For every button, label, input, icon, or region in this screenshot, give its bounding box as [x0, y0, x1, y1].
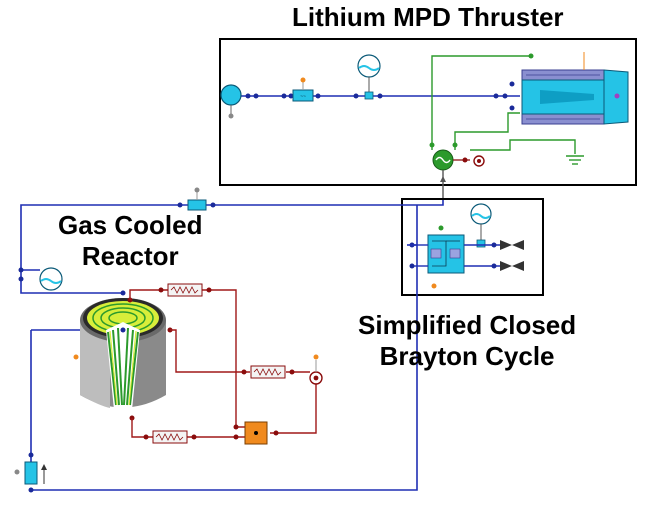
- valve-icon[interactable]: [500, 261, 524, 271]
- heat-exchanger-icon[interactable]: [143, 430, 197, 444]
- thruster-electrical-lines: [431, 55, 576, 154]
- valve-icon[interactable]: [500, 240, 524, 250]
- brayton-label: Simplified Closed Brayton Cycle: [358, 310, 576, 372]
- accumulator-icon[interactable]: [357, 54, 381, 100]
- brayton-label-line1: Simplified Closed: [358, 310, 577, 340]
- turbine-compressor-icon[interactable]: [427, 234, 465, 274]
- electrical-ports: [429, 53, 534, 148]
- mpd-thruster-icon[interactable]: [509, 52, 629, 125]
- mixer-icon[interactable]: [233, 421, 279, 445]
- brayton-label-line2: Brayton Cycle: [379, 341, 555, 371]
- thruster-subsystem-box: [219, 38, 637, 186]
- thermal-lines: [129, 289, 317, 438]
- accumulator-icon[interactable]: [18, 267, 63, 291]
- heat-exchanger-icon[interactable]: [241, 365, 295, 379]
- reactor-label-line1: Gas Cooled: [58, 210, 203, 240]
- brayton-subsystem-box: [401, 198, 544, 296]
- svg-text:~~: ~~: [300, 94, 306, 100]
- brayton-ports: [409, 225, 497, 289]
- pump-icon[interactable]: [177, 187, 216, 211]
- reactor-label: Gas Cooled Reactor: [58, 210, 202, 272]
- pump-icon[interactable]: ~~: [292, 77, 314, 102]
- tank-icon[interactable]: [220, 84, 242, 119]
- ground-icon: [566, 155, 584, 165]
- accumulator-icon[interactable]: [470, 203, 492, 248]
- pump-icon[interactable]: [14, 452, 48, 493]
- thruster-ports: [245, 93, 508, 99]
- heat-exchanger-icon[interactable]: [158, 283, 212, 297]
- generator-icon[interactable]: [432, 149, 485, 200]
- reactor-label-line2: Reactor: [81, 241, 179, 271]
- reactor-core-icon[interactable]: [73, 290, 173, 421]
- sensor-icon[interactable]: [309, 354, 323, 385]
- thruster-title: Lithium MPD Thruster: [292, 2, 564, 32]
